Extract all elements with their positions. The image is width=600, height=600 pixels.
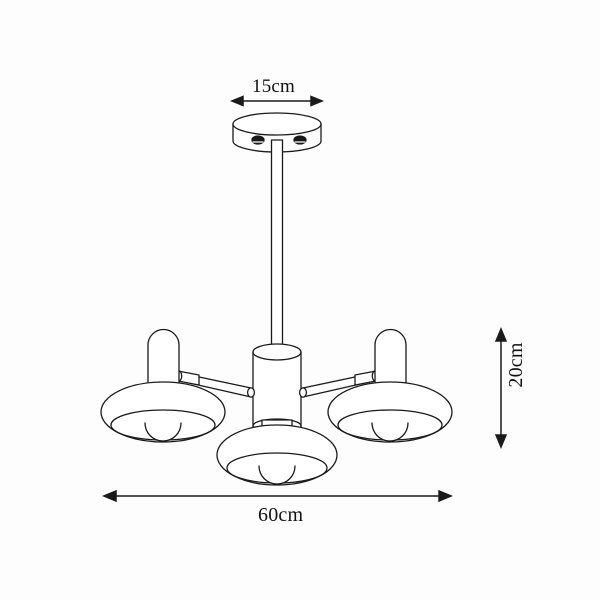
lamp-front-bulb — [258, 465, 296, 485]
dimension-label-overall-height: 20cm — [505, 342, 527, 388]
dimension-canopy-width — [230, 95, 324, 107]
dimension-overall-height — [494, 327, 508, 449]
dimension-overall-height-arrow-top — [494, 327, 508, 342]
lamp-left-shade — [100, 381, 226, 443]
dimension-label-overall-width: 60cm — [258, 504, 304, 526]
lamp-right-shade — [327, 381, 453, 443]
lamp-right-stem — [374, 328, 407, 397]
lamp-right — [327, 328, 453, 443]
canopy-screw-hole-right — [293, 135, 307, 145]
dimension-canopy-width-arrow-left — [230, 95, 244, 107]
drop-rod — [270, 139, 284, 355]
drop-rod-body — [270, 139, 284, 355]
dimension-canopy-width-arrow-right — [310, 95, 324, 107]
dimension-overall-width-arrow-right — [438, 489, 453, 503]
canopy-screw-hole-left — [251, 135, 265, 145]
lamp-right-bulb — [371, 422, 409, 442]
lamp-left-stem — [147, 328, 180, 397]
hub-top-ellipse — [252, 343, 302, 361]
canopy-top-ellipse — [232, 112, 322, 136]
lamp-left-bulb — [144, 422, 182, 442]
lamp-front-shade — [216, 424, 338, 486]
lamp-left — [100, 328, 226, 443]
arm-right-hub-cap — [298, 387, 308, 398]
dimension-overall-height-arrow-bottom — [494, 434, 508, 449]
dimension-overall-width-arrow-left — [102, 489, 117, 503]
dimension-overall-width — [102, 489, 453, 503]
fixture-geometry — [100, 112, 453, 486]
arm-left-hub-cap — [246, 387, 256, 398]
dimension-label-canopy-width: 15cm — [252, 76, 296, 97]
lamp-front — [216, 419, 338, 486]
